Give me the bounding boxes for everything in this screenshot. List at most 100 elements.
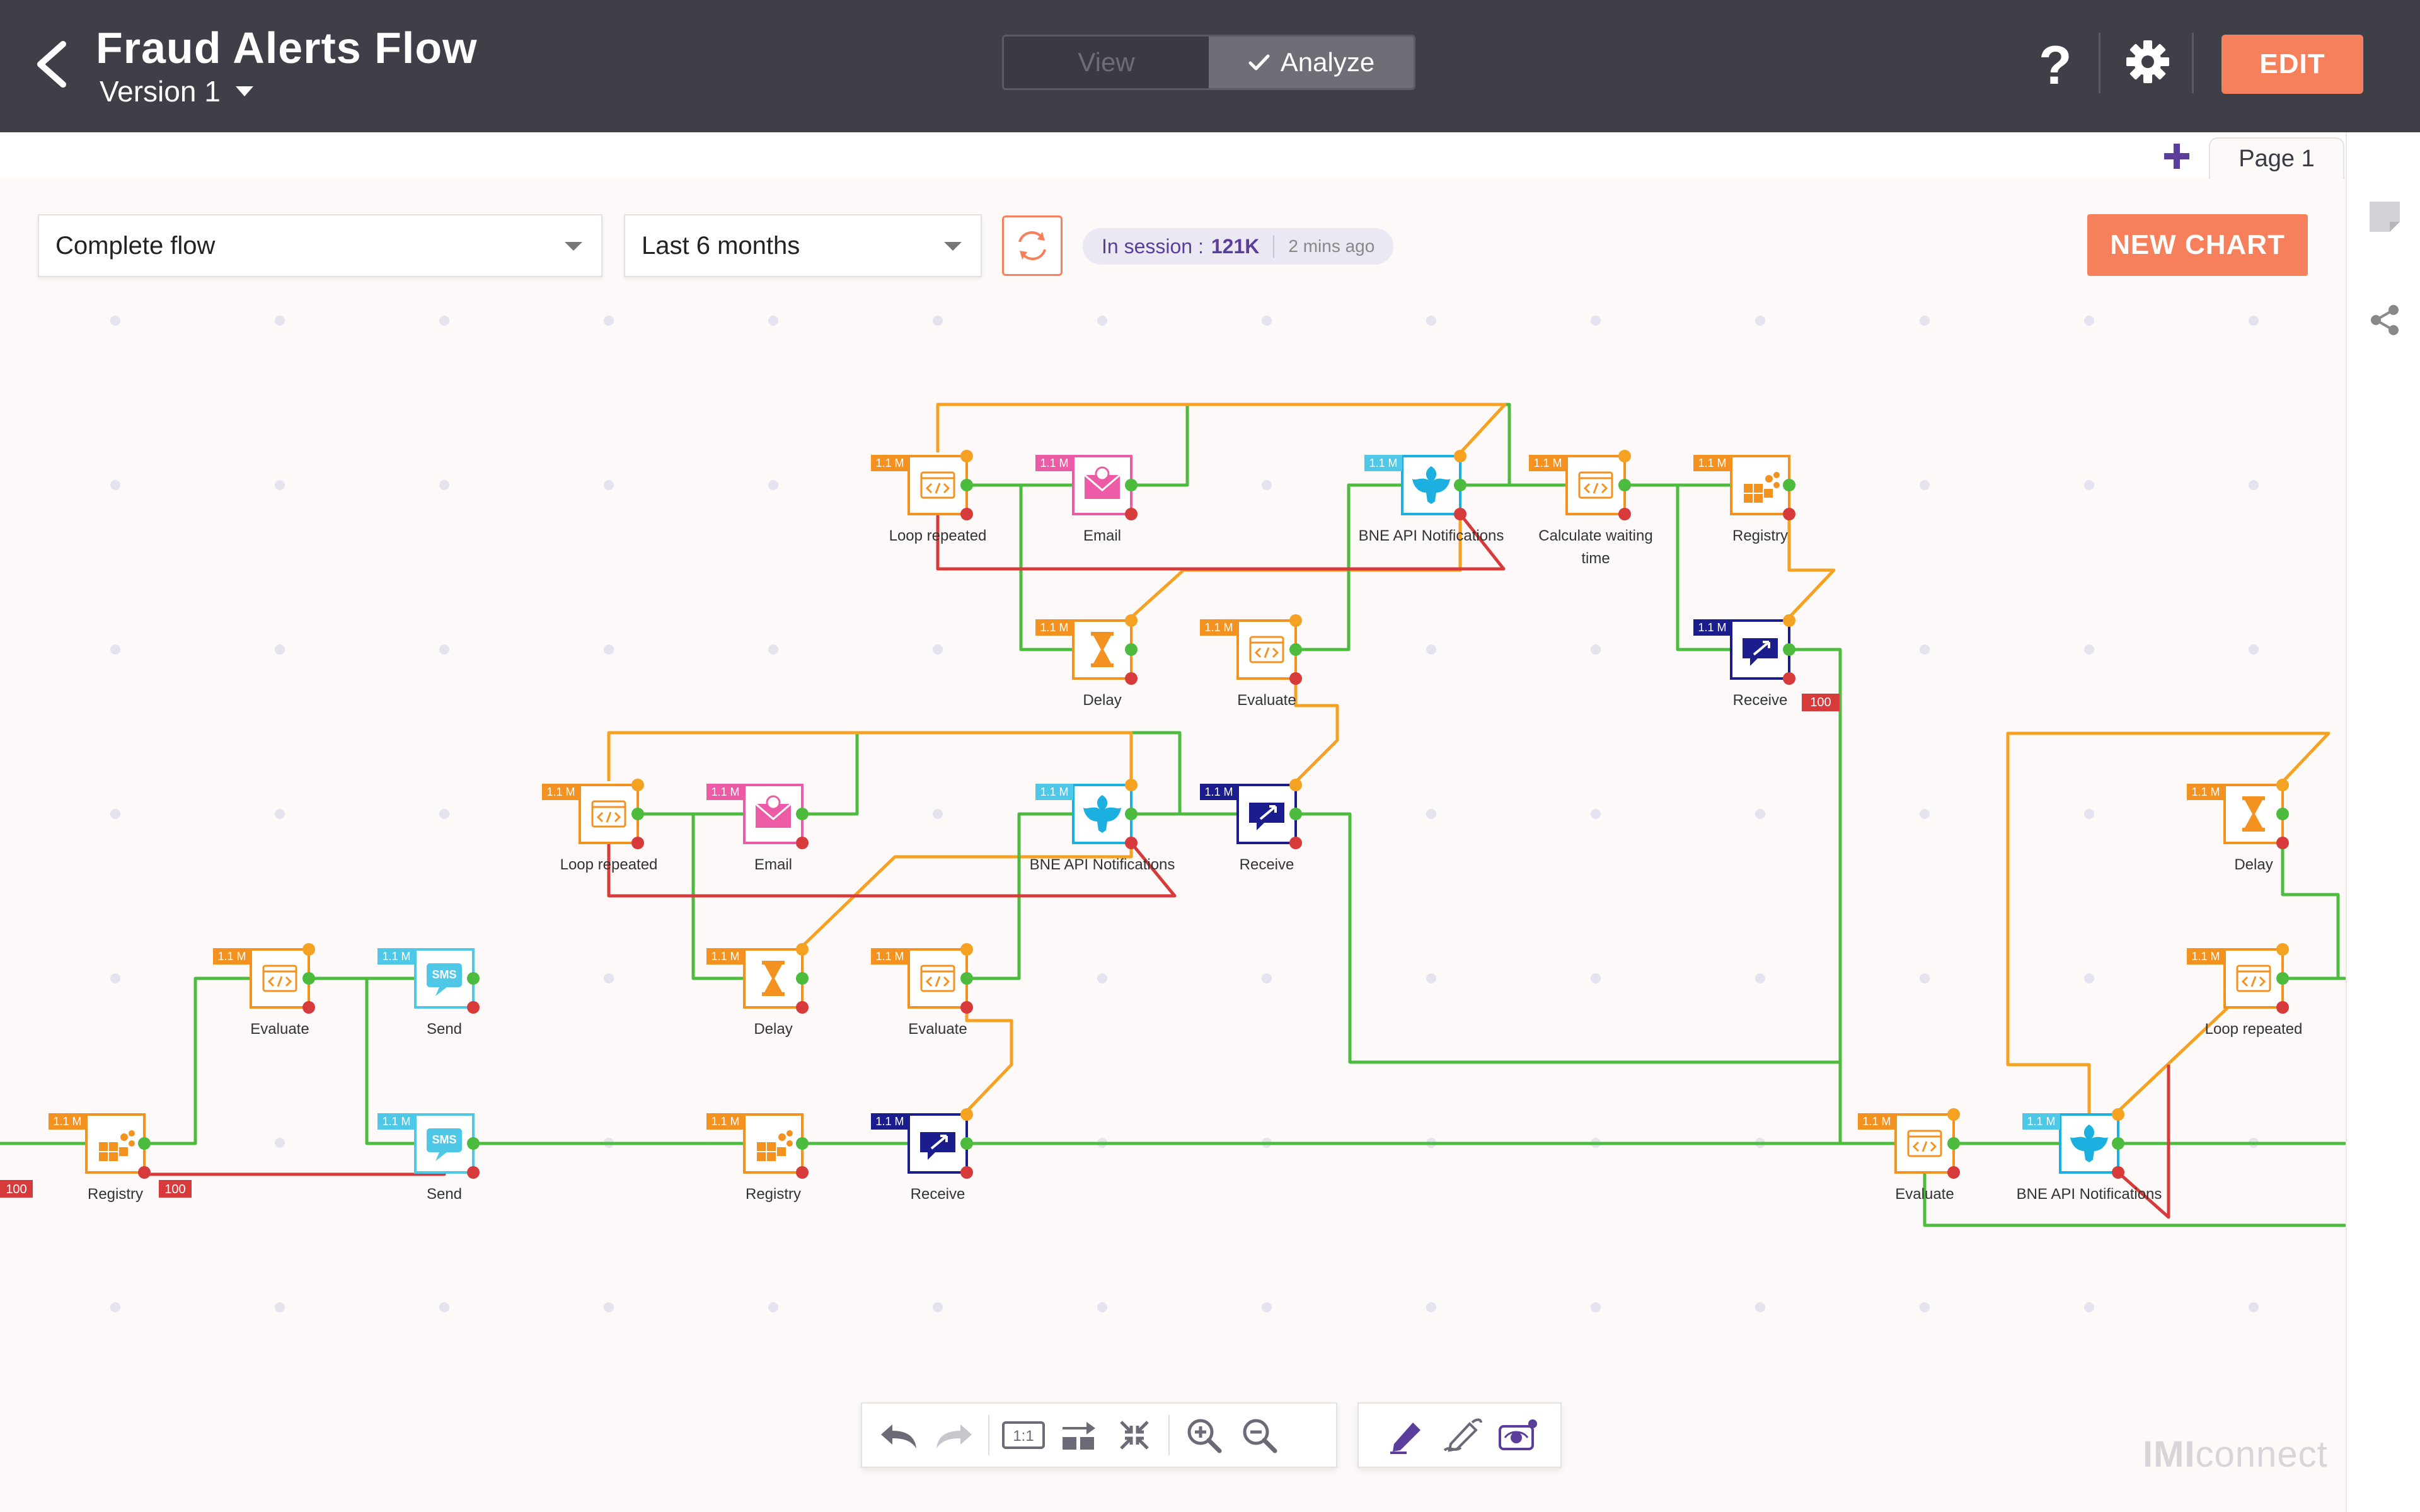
success-port[interactable] xyxy=(796,972,809,985)
error-port[interactable] xyxy=(1289,672,1302,685)
analyze-mode-button[interactable]: Analyze xyxy=(1209,37,1414,88)
redo-button[interactable] xyxy=(926,1407,982,1463)
zoom-in-button[interactable] xyxy=(1176,1407,1231,1463)
view-mode-button[interactable]: View xyxy=(1004,37,1209,88)
error-port[interactable] xyxy=(1783,672,1795,685)
new-chart-button[interactable]: NEW CHART xyxy=(2087,214,2308,276)
alt-port[interactable] xyxy=(1125,614,1138,627)
error-port[interactable] xyxy=(1125,672,1138,685)
alt-port[interactable] xyxy=(1289,779,1302,791)
error-port[interactable] xyxy=(138,1166,151,1179)
error-port[interactable] xyxy=(2276,1001,2289,1014)
success-port[interactable] xyxy=(1125,479,1138,491)
gear-icon[interactable] xyxy=(2125,39,2170,84)
success-port[interactable] xyxy=(1289,643,1302,656)
error-port[interactable] xyxy=(631,837,644,849)
alt-port[interactable] xyxy=(1783,614,1795,627)
error-port[interactable] xyxy=(1125,508,1138,520)
annotate-button[interactable] xyxy=(1379,1407,1434,1463)
error-port[interactable] xyxy=(302,1001,315,1014)
collapse-button[interactable] xyxy=(1107,1407,1162,1463)
alt-port[interactable] xyxy=(960,1108,973,1121)
alt-port[interactable] xyxy=(2276,943,2289,956)
preview-button[interactable] xyxy=(1490,1407,1545,1463)
success-port[interactable] xyxy=(1125,808,1138,820)
error-port[interactable] xyxy=(796,837,809,849)
success-port[interactable] xyxy=(1125,643,1138,656)
error-port[interactable] xyxy=(1125,837,1138,849)
success-port[interactable] xyxy=(1289,808,1302,820)
success-port[interactable] xyxy=(2112,1137,2124,1150)
help-button[interactable]: ? xyxy=(2039,35,2072,96)
error-port[interactable] xyxy=(467,1166,480,1179)
success-port[interactable] xyxy=(1618,479,1631,491)
alt-port[interactable] xyxy=(960,943,973,956)
error-port[interactable] xyxy=(2112,1166,2124,1179)
success-port[interactable] xyxy=(796,1137,809,1150)
success-port[interactable] xyxy=(631,808,644,820)
alt-port[interactable] xyxy=(1947,1108,1960,1121)
version-selector[interactable]: Version 1 xyxy=(100,74,253,108)
success-port[interactable] xyxy=(302,972,315,985)
tab-page-1[interactable]: Page 1 xyxy=(2209,137,2344,179)
alt-port[interactable] xyxy=(2112,1108,2124,1121)
error-port[interactable] xyxy=(1783,508,1795,520)
error-port[interactable] xyxy=(796,1166,809,1179)
alt-port[interactable] xyxy=(1618,450,1631,462)
error-port[interactable] xyxy=(1947,1166,1960,1179)
edit-button[interactable]: EDIT xyxy=(2221,35,2363,94)
alt-port[interactable] xyxy=(1125,779,1138,791)
alt-port[interactable] xyxy=(1454,450,1466,462)
error-port[interactable] xyxy=(960,1166,973,1179)
share-icon[interactable] xyxy=(2367,302,2402,338)
date-range-select[interactable]: Last 6 months xyxy=(624,214,982,277)
alt-port[interactable] xyxy=(631,779,644,791)
success-port[interactable] xyxy=(2276,808,2289,820)
alt-port[interactable] xyxy=(960,450,973,462)
auto-layout-button[interactable] xyxy=(1051,1407,1107,1463)
error-port[interactable] xyxy=(467,1001,480,1014)
success-port[interactable] xyxy=(1947,1137,1960,1150)
note-icon[interactable] xyxy=(2367,199,2402,234)
error-port[interactable] xyxy=(1454,508,1466,520)
alt-port[interactable] xyxy=(796,943,809,956)
zoom-out-button[interactable] xyxy=(1231,1407,1287,1463)
error-port[interactable] xyxy=(1618,508,1631,520)
error-port[interactable] xyxy=(796,1001,809,1014)
alt-port[interactable] xyxy=(1289,614,1302,627)
undo-button[interactable] xyxy=(871,1407,926,1463)
success-port[interactable] xyxy=(960,1137,973,1150)
success-port[interactable] xyxy=(2276,972,2289,985)
add-page-icon[interactable] xyxy=(2162,141,2192,171)
success-port[interactable] xyxy=(467,972,480,985)
success-port[interactable] xyxy=(1783,479,1795,491)
success-port[interactable] xyxy=(138,1137,151,1150)
draw-button[interactable] xyxy=(1434,1407,1490,1463)
actual-size-button[interactable]: 1:1 xyxy=(996,1407,1051,1463)
error-port[interactable] xyxy=(960,508,973,520)
success-port[interactable] xyxy=(960,479,973,491)
